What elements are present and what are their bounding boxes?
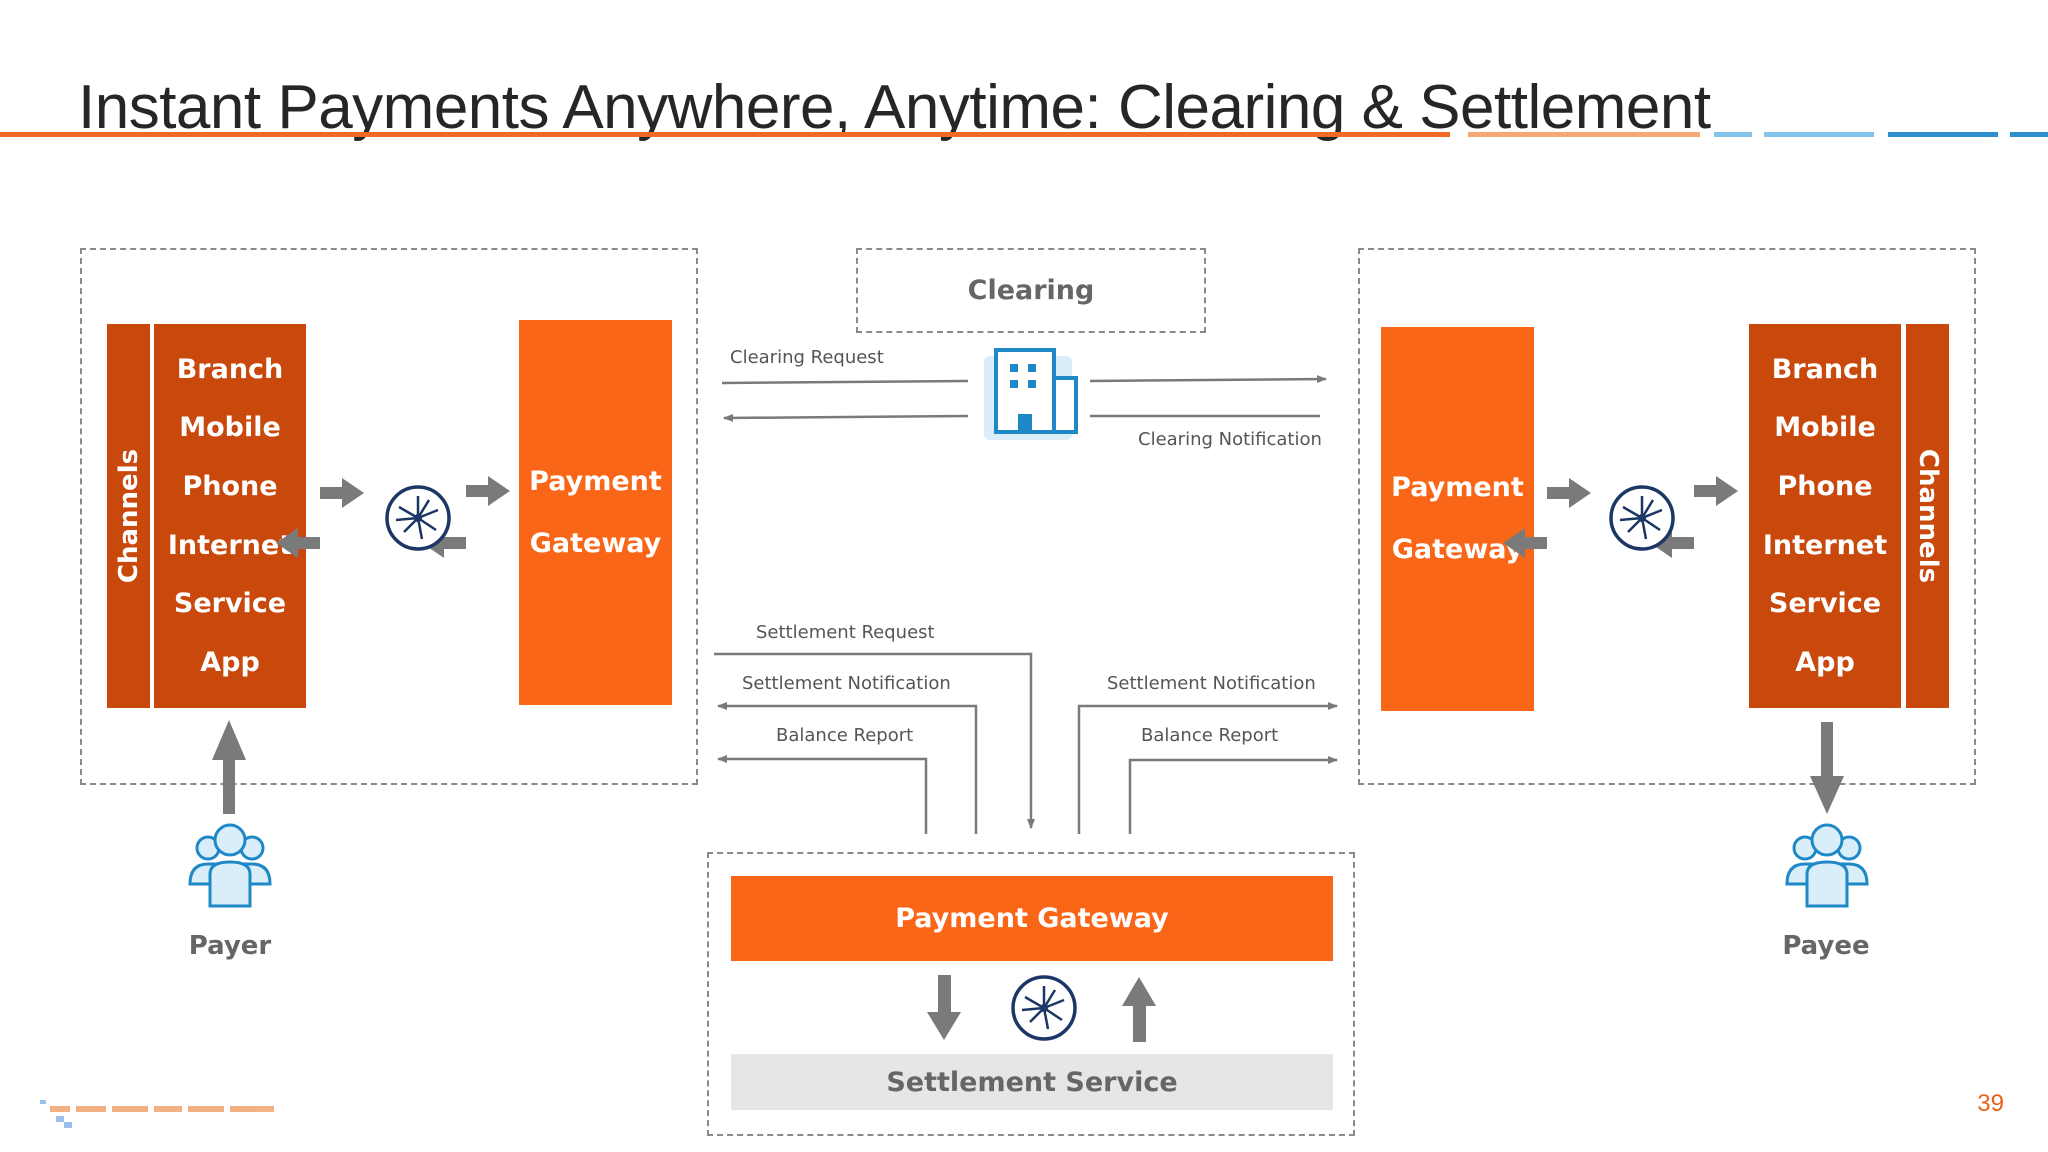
company-logo: [40, 1100, 274, 1128]
gateway-label-line1: Payment: [529, 465, 662, 497]
clearing-request-arrow: [721, 379, 969, 385]
balance-report-left-label: Balance Report: [776, 725, 914, 746]
payer-up-arrow: [212, 720, 246, 814]
payer-channels-strip: Channels: [107, 324, 150, 708]
channel-mobile: Mobile: [179, 412, 281, 444]
settlement-to-gateway-arrow: [1122, 977, 1156, 1042]
settlement-box: [707, 852, 1355, 1136]
payer-bank-box: [80, 248, 698, 785]
payee-channels-list: Branch Mobile Phone Internet Service App: [1749, 324, 1901, 708]
settlement-service: Settlement Service: [731, 1054, 1333, 1110]
channel-app: App: [1795, 647, 1855, 679]
title-underline-light-blue-2: [1764, 132, 1874, 137]
channel-internet: Internet: [1762, 529, 1888, 561]
balance-report-left-connector: [717, 755, 928, 834]
payer-users-icon: [188, 823, 272, 908]
channel-phone: Phone: [1777, 471, 1873, 503]
channel-phone: Phone: [182, 471, 278, 503]
payee-down-arrow: [1810, 722, 1844, 814]
gateway-to-hub-right-arrow: [1547, 478, 1591, 508]
title-underline-light-orange: [1468, 132, 1700, 137]
channel-app: App: [200, 647, 260, 679]
payer-label: Payer: [188, 931, 272, 961]
settlement-request-connector: [714, 652, 1035, 829]
gateway-label-line2: Gateway: [1391, 534, 1524, 565]
balance-report-right-connector: [1128, 756, 1338, 834]
payee-payment-gateway: Payment Gateway: [1381, 327, 1534, 711]
title-underline-light-blue-1: [1714, 132, 1752, 137]
hub-to-gateway-right-arrow: [1503, 528, 1547, 558]
settlement-payment-gateway: Payment Gateway: [731, 876, 1333, 961]
clearing-request-label: Clearing Request: [730, 347, 884, 368]
payee-label: Payee: [1782, 931, 1870, 961]
right-hub-icon: [1609, 485, 1675, 551]
title-underline-blue: [1888, 132, 1998, 137]
channel-service: Service: [1768, 588, 1882, 620]
channel-mobile: Mobile: [1774, 412, 1876, 444]
title-underline-orange: [0, 132, 1450, 137]
hub-to-channels-right-arrow: [1694, 476, 1738, 506]
balance-report-right-label: Balance Report: [1141, 725, 1279, 746]
hub-to-channels-arrow: [276, 528, 320, 558]
payee-bank-box: [1358, 248, 1976, 785]
page-number: 39: [1977, 1090, 2004, 1117]
payee-channels-strip: Channels: [1906, 324, 1949, 708]
clearing-title: Clearing: [967, 275, 1095, 306]
payer-payment-gateway: Payment Gateway: [519, 320, 672, 705]
channel-branch: Branch: [1771, 353, 1879, 385]
settlement-notification-left-connector: [717, 702, 978, 834]
clearing-notification-arrow: [723, 413, 969, 422]
settlement-notification-right-connector: [1077, 702, 1338, 834]
gateway-label-line1: Payment: [1391, 472, 1524, 503]
settlement-request-label: Settlement Request: [756, 622, 935, 643]
page-title: Instant Payments Anywhere, Anytime: Clea…: [78, 73, 1711, 142]
channel-internet: Internet: [167, 529, 293, 561]
hub-to-gateway-arrow: [466, 476, 510, 506]
channel-branch: Branch: [176, 353, 284, 385]
channels-to-hub-arrow: [320, 478, 364, 508]
clearing-forward-arrow: [1089, 375, 1327, 384]
settlement-notification-right-label: Settlement Notification: [1107, 673, 1316, 694]
building-icon: [984, 348, 1078, 440]
payee-users-icon: [1785, 823, 1869, 908]
gateway-label-line2: Gateway: [529, 527, 662, 559]
clearing-box: Clearing: [856, 248, 1206, 333]
settlement-notification-left-label: Settlement Notification: [742, 673, 951, 694]
payer-channels-list: Branch Mobile Phone Internet Service App: [154, 324, 306, 708]
clearing-notification-label: Clearing Notification: [1138, 429, 1322, 450]
left-hub-icon: [385, 485, 451, 551]
settlement-hub-icon: [1011, 975, 1077, 1041]
gateway-to-settlement-arrow: [927, 975, 961, 1040]
title-underline-blue-end: [2010, 132, 2048, 137]
channel-service: Service: [173, 588, 287, 620]
